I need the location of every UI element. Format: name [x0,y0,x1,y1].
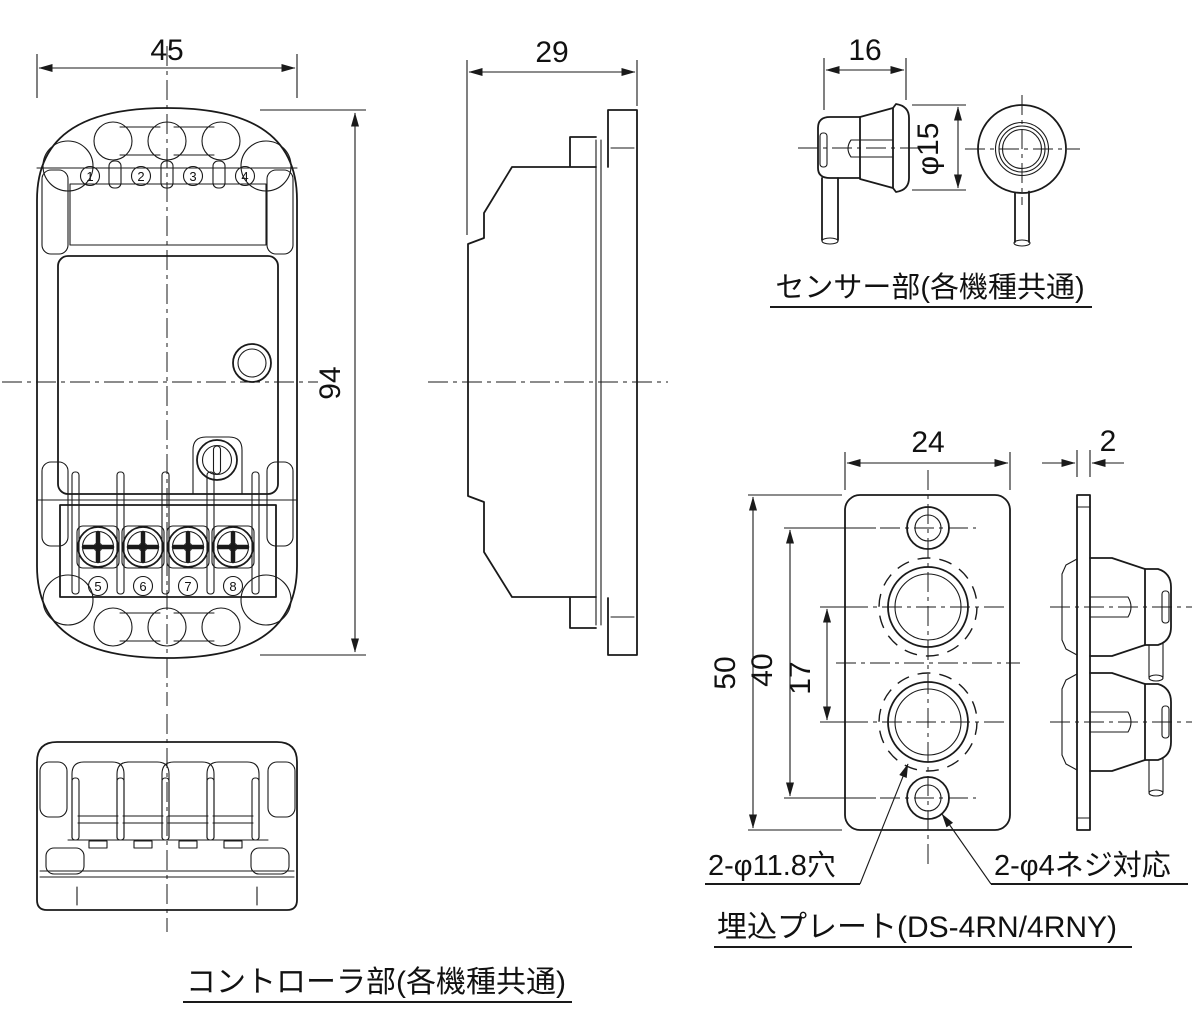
top-terminal-band: 1 2 3 4 [41,160,294,255]
dim-controller-width: 45 [36,34,298,98]
svg-text:2: 2 [137,169,144,184]
terminal-number-1: 1 [79,165,101,187]
terminal-screw-8 [212,526,254,568]
dim-plate-thickness: 2 [1042,425,1124,477]
svg-text:16: 16 [848,34,881,67]
svg-text:1: 1 [86,169,93,184]
sensor-cable-front [1014,190,1030,243]
top-knockout-holes [42,121,292,192]
terminal-number-8: 8 [222,575,244,597]
sensor-front-view [965,95,1080,247]
svg-text:φ15: φ15 [912,123,945,176]
sensor-cable-side [821,177,839,241]
terminal-number-4: 4 [234,165,256,187]
controller-bottom-view [36,714,298,932]
svg-text:50: 50 [709,656,742,689]
dim-sensor-width: 16 [823,34,907,110]
sensor-part-views: 16 φ15 センサー部(各機種共通) [770,34,1092,308]
dim-controller-depth: 29 [466,36,638,235]
sensor-side-view: 16 φ15 [798,34,966,245]
wall-plate-edge [607,109,638,656]
plate-hole-note: 2-φ11.8穴 [705,763,909,885]
svg-text:5: 5 [94,579,101,594]
dim-controller-height: 94 [260,109,366,656]
sensor-window-circle [232,343,272,383]
svg-text:40: 40 [746,653,779,686]
plate-side-view: 2 [1042,425,1192,831]
terminal-screw-6 [122,526,164,568]
cover-lock-screw [196,439,238,481]
bottom-terminal-unit-4 [206,761,260,849]
plate-label: 埋込プレート(DS-4RN/4RNY) [717,911,1117,944]
dim-plate-width: 24 [844,426,1011,490]
svg-text:8: 8 [229,579,236,594]
terminal-screw-5 [77,526,119,568]
bottom-terminal-unit-1 [71,761,125,849]
dim-plate-height: 50 [709,494,842,831]
sensor-flange [892,103,910,193]
bottom-terminal-unit-2 [116,761,170,849]
terminal-number-2: 2 [130,165,152,187]
svg-text:4: 4 [241,169,248,184]
plate-bottom-screw-hole [880,776,976,820]
svg-text:6: 6 [139,579,146,594]
bottom-knockout-holes [42,574,292,647]
terminal-number-6: 6 [132,575,154,597]
svg-text:2: 2 [1100,425,1117,458]
mounted-sensor-2 [1061,672,1172,797]
plate-screw-note: 2-φ4ネジ対応 [941,813,1188,885]
svg-text:3: 3 [189,169,196,184]
svg-text:94: 94 [314,366,347,399]
svg-text:45: 45 [150,34,183,67]
plate-top-screw-hole [880,506,976,550]
plate-hole-1 [848,557,1008,657]
mounted-sensor-1 [1061,557,1172,682]
svg-text:29: 29 [535,36,568,69]
svg-text:2-φ11.8穴: 2-φ11.8穴 [708,849,836,882]
bottom-terminal-block: 5 6 7 8 [41,461,294,598]
terminal-number-7: 7 [177,575,199,597]
plate-hole-2 [848,672,1008,772]
svg-text:17: 17 [784,661,817,694]
dim-plate-hole-pitch: 17 [784,606,858,723]
dim-sensor-diameter: φ15 [912,104,966,191]
front-cover-panel [57,255,279,495]
controller-front-view: 1 2 3 4 [2,34,366,706]
plate-views: 24 50 40 17 [705,425,1192,948]
svg-text:24: 24 [911,426,944,459]
dim-plate-screw-pitch: 40 [746,527,876,799]
wall-plate-surface-lines [595,139,602,626]
controller-label: コントローラ部(各機種共通) [186,966,566,999]
plate-front-view: 24 50 40 17 [709,426,1020,868]
terminal-screw-7 [167,526,209,568]
svg-text:2-φ4ネジ対応: 2-φ4ネジ対応 [994,849,1171,882]
bottom-terminal-unit-3 [161,761,215,849]
svg-text:7: 7 [184,579,191,594]
terminal-number-3: 3 [182,165,204,187]
controller-side-view: 29 [428,36,668,656]
sensor-label: センサー部(各機種共通) [775,271,1084,304]
